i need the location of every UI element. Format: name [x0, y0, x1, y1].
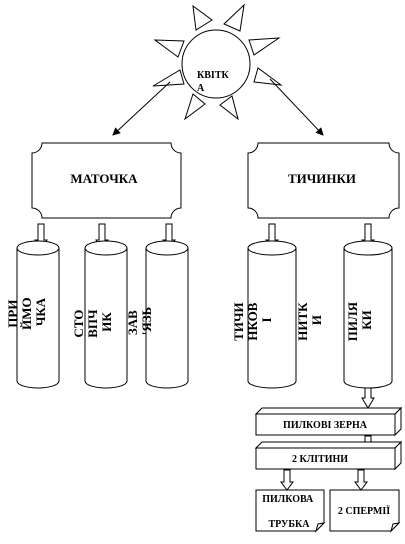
flower-label: КВІТК А	[197, 70, 231, 94]
pollen-tube-label: ПИЛКОВА ТРУБКА	[262, 494, 316, 530]
filaments-label: НИТК И	[295, 299, 324, 341]
sun-ray	[152, 69, 185, 87]
cylinder-label-line: ИК	[99, 312, 114, 332]
label-line: НИТК	[295, 302, 310, 341]
cylinder-label-line: НКОВ	[245, 302, 260, 340]
ovary-label: ЗАВ 'ЯЗЬ	[125, 307, 154, 335]
stigma-label: ПРИ ЙМО ЧКА	[5, 294, 48, 330]
filaments-label-group: НИТК И	[295, 299, 324, 341]
cylinder-label-line: ВПЧ	[85, 309, 100, 338]
pollen-tube-note: ПИЛКОВА ТРУБКА	[255, 489, 326, 533]
pollen-grains-box: ПИЛКОВІ ЗЕРНА	[254, 406, 403, 437]
flower-circle	[181, 29, 251, 99]
two-sperms-note: 2 СПЕРМІЇ	[329, 489, 401, 533]
cylinder-label-line: ЧКА	[33, 297, 48, 326]
arrow-flower-to-stamens	[269, 78, 324, 136]
flower-label-line: А	[197, 83, 205, 94]
cylinder-stigma: ПРИ ЙМО ЧКА	[5, 240, 60, 389]
cylinder-label-line: СТО	[71, 310, 86, 338]
cylinder-label-line: ЗАВ	[125, 310, 140, 335]
cylinder-ovary: ЗАВ 'ЯЗЬ	[125, 240, 189, 389]
flower-sun: КВІТК А	[152, 3, 283, 121]
sun-ray	[184, 93, 206, 121]
cylinder-anthers: ПИЛЯ КИ	[343, 240, 393, 389]
arrow-flower-to-pistil	[112, 81, 171, 136]
cylinder-label-line: ТИЧИ	[231, 302, 246, 340]
hollow-arrow	[361, 387, 375, 409]
pistil-label: МАТОЧКА	[70, 171, 138, 186]
sun-ray	[219, 95, 239, 121]
pollen-grains-label: ПИЛКОВІ ЗЕРНА	[283, 420, 368, 431]
anthers-label: ПИЛЯ КИ	[345, 299, 374, 342]
cylinder-label-line: ПИЛЯ	[345, 301, 360, 341]
stamens-label: ТИЧИНКИ	[288, 171, 356, 186]
sun-ray	[223, 3, 245, 32]
sun-ray	[192, 4, 213, 31]
stamen-label: ТИЧИ НКОВ І	[231, 299, 274, 341]
flower-label-line: КВІТК	[197, 70, 229, 81]
note-label-line: ПИЛКОВА	[262, 494, 314, 505]
sun-ray	[153, 39, 185, 58]
hollow-arrow	[354, 469, 368, 491]
two-cells-label: 2 КЛІТИНИ	[292, 454, 348, 465]
cylinder-style: СТО ВПЧ ИК	[71, 240, 128, 389]
label-line: И	[309, 315, 324, 325]
two-cells-box: 2 КЛІТИНИ	[254, 440, 403, 471]
pistil-box: МАТОЧКА	[31, 142, 182, 219]
style-label: СТО ВПЧ ИК	[71, 306, 114, 338]
sun-ray	[248, 37, 281, 56]
cylinder-label-line: ПРИ	[5, 300, 20, 328]
cylinder-stamen: ТИЧИ НКОВ І	[231, 240, 297, 389]
stamens-box: ТИЧИНКИ	[247, 142, 400, 219]
sun-ray	[253, 67, 283, 86]
sun-rays	[152, 3, 283, 121]
pistil-plaque	[31, 142, 182, 219]
two-sperms-label: 2 СПЕРМІЇ	[338, 504, 390, 517]
hollow-arrow	[280, 469, 294, 491]
cylinder-label-line: ЙМО	[19, 297, 34, 330]
stamens-plaque	[247, 142, 400, 219]
cylinder-label-line: 'ЯЗЬ	[139, 307, 154, 335]
cylinder-label-line: КИ	[359, 310, 374, 330]
note-label-line: ТРУБКА	[269, 519, 311, 530]
cylinder-label-line: І	[259, 317, 274, 322]
